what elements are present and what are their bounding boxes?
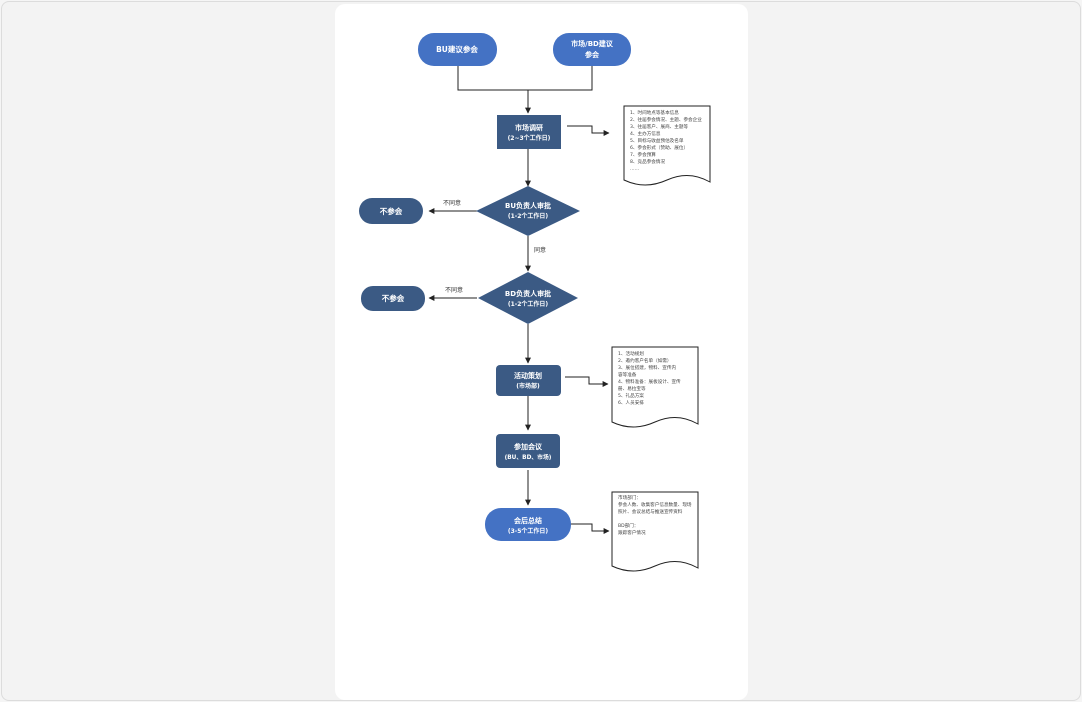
node-market-research[interactable]: 市场调研 (2~3个工作日) — [497, 115, 561, 149]
doc-planning-line: 容等准备 — [618, 371, 637, 378]
doc-planning-notes: 1、活动规划 2、邀约客户名单（如需） 3、展位搭建，物料、宣传内 容等准备 4… — [611, 346, 699, 428]
node-not-attend-2[interactable]: 不参会 — [361, 286, 425, 311]
node-not-attend-2-label: 不参会 — [382, 293, 405, 303]
node-market-bd-suggest-label-line2: 参会 — [585, 50, 600, 59]
connectors — [428, 66, 610, 534]
edge-label-disagree-2: 不同意 — [445, 286, 463, 294]
connector-bu-merge — [457, 66, 593, 91]
edge-label-disagree-1: 不同意 — [443, 199, 461, 207]
doc-summary-line: 照片、会议总结与推送宣传资料 — [618, 508, 683, 515]
node-attend-meeting-sub: (BU、BD、市场) — [505, 453, 552, 461]
doc-summary-line: 参会人数、收集客户信息数量、现场 — [618, 501, 692, 508]
node-market-bd-suggest[interactable]: 市场/BD建议 参会 — [553, 33, 631, 66]
doc-research-line: 6、参会形式（赞助、展位） — [630, 144, 688, 151]
doc-research-line: 2、往届参会情况、主题、参会企业 — [630, 116, 702, 123]
node-bd-approval-title: BD负责人审批 — [505, 289, 551, 298]
doc-planning-line: 6、人员安排 — [618, 399, 644, 406]
connector-summary-doc — [571, 523, 610, 534]
node-not-attend-1-label: 不参会 — [380, 206, 403, 216]
node-activity-planning-sub: (市场部) — [516, 382, 540, 390]
node-bu-suggest-label: BU建议参会 — [436, 44, 478, 54]
node-market-research-sub: (2~3个工作日) — [508, 134, 551, 142]
doc-research-line: 1、时间地点等基本信息 — [630, 109, 679, 116]
edge-label-agree: 同意 — [534, 246, 546, 254]
node-market-research-title: 市场调研 — [515, 123, 543, 132]
connector-research-doc — [567, 125, 610, 136]
doc-planning-line: 5、礼品方案 — [618, 392, 644, 399]
doc-research-notes: 1、时间地点等基本信息 2、往届参会情况、主题、参会企业 3、往届客户、展商、主… — [623, 105, 711, 186]
doc-research-line: 3、往届客户、展商、主题等 — [630, 123, 688, 130]
doc-research-line: 5、目标与收益预估及名单 — [630, 137, 684, 144]
node-post-summary-sub: (3-5个工作日) — [508, 527, 549, 535]
doc-planning-line: 2、邀约客户名单（如需） — [618, 357, 671, 364]
doc-planning-line: 册、易拉宝等 — [618, 385, 646, 392]
node-bd-approval-sub: (1-2个工作日) — [508, 300, 549, 308]
doc-planning-line: 1、活动规划 — [618, 350, 644, 357]
node-bu-suggest[interactable]: BU建议参会 — [418, 33, 497, 66]
node-post-summary-title: 会后总结 — [514, 516, 542, 525]
node-bu-approval[interactable]: BU负责人审批 (1-2个工作日) — [476, 186, 580, 236]
doc-summary-line: 市场部门： — [618, 494, 641, 501]
node-market-bd-suggest-label-line1: 市场/BD建议 — [571, 39, 614, 48]
doc-summary-notes: 市场部门： 参会人数、收集客户信息数量、现场 照片、会议总结与推送宣传资料 BD… — [611, 491, 699, 572]
doc-research-line: 4、主办方信息 — [630, 130, 661, 137]
node-activity-planning[interactable]: 活动策划 (市场部) — [496, 365, 561, 396]
doc-planning-line: 4、物料准备：展板设计、宣传 — [618, 378, 681, 385]
doc-research-line: 8、竞品参会情况 — [630, 158, 665, 165]
node-bd-approval[interactable]: BD负责人审批 (1-2个工作日) — [478, 272, 578, 324]
doc-research-line: …… — [630, 167, 640, 172]
node-attend-meeting[interactable]: 参加会议 (BU、BD、市场) — [496, 434, 560, 468]
connector-planning-doc — [565, 376, 609, 387]
node-activity-planning-title: 活动策划 — [514, 371, 542, 380]
doc-summary-line: BD部门： — [618, 522, 638, 529]
doc-planning-line: 3、展位搭建，物料、宣传内 — [618, 364, 676, 371]
node-not-attend-1[interactable]: 不参会 — [359, 198, 423, 224]
doc-research-line: 7、参会预算 — [630, 151, 656, 158]
node-post-summary[interactable]: 会后总结 (3-5个工作日) — [485, 508, 571, 541]
node-bu-approval-sub: (1-2个工作日) — [508, 212, 549, 220]
node-bu-approval-title: BU负责人审批 — [505, 201, 551, 210]
node-attend-meeting-title: 参加会议 — [514, 442, 543, 451]
doc-summary-line: 跟踪客户情况 — [618, 529, 646, 536]
